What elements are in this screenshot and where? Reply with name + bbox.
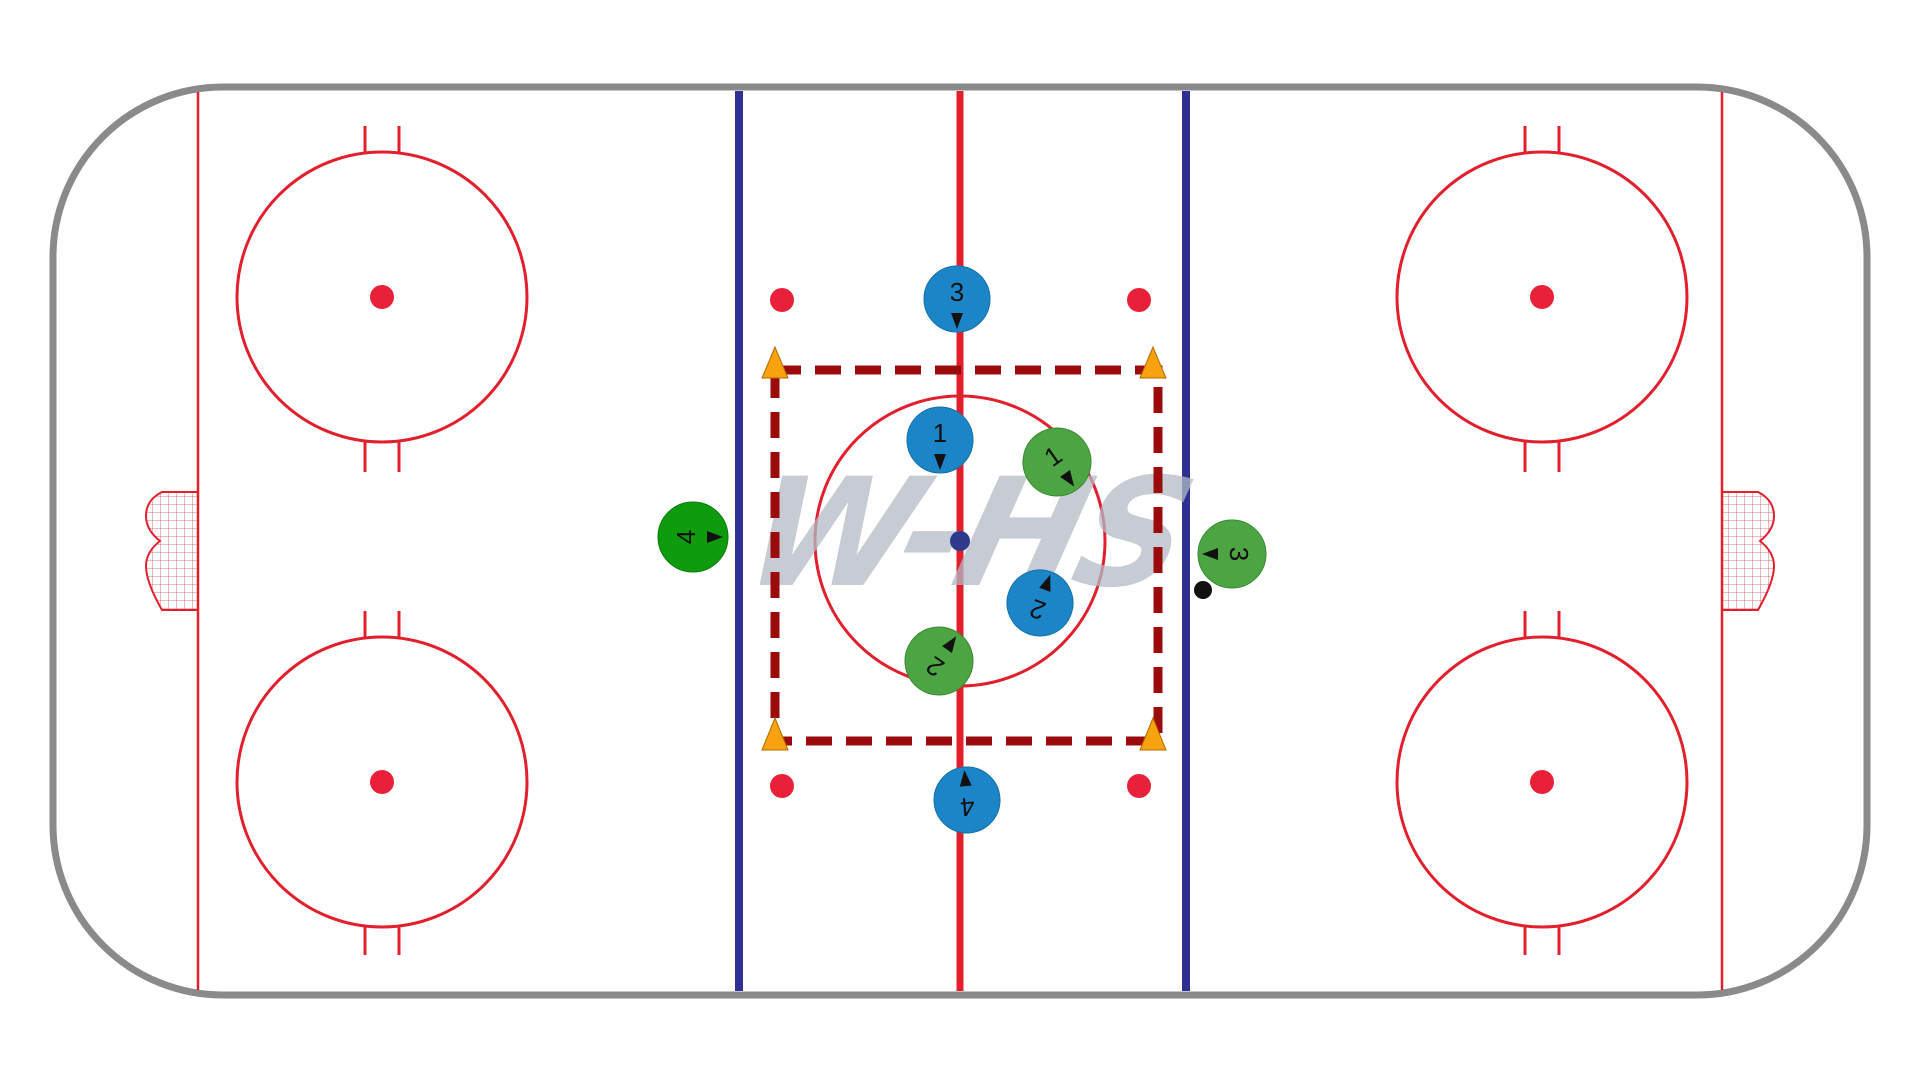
neutral-dot-top-left: [770, 288, 794, 312]
player-green-3: 3: [1197, 519, 1267, 589]
player-number: 4: [959, 791, 976, 822]
facing-arrow-icon: [1060, 470, 1075, 487]
faceoff-dot: [370, 770, 394, 794]
facing-arrow-icon: [1039, 574, 1051, 592]
facing-arrow-icon: [959, 770, 972, 787]
player-number: 4: [671, 530, 701, 544]
neutral-dot-bottom-left: [770, 774, 794, 798]
faceoff-circle-bottom-right: [1395, 611, 1689, 955]
faceoff-circle-top-left: [235, 126, 529, 472]
player-blue-4: 4: [933, 766, 1001, 834]
cone-icon: [761, 716, 789, 751]
faceoff-dot: [1530, 285, 1554, 309]
drill-zone-dashed-box: [770, 365, 1163, 746]
watermark-logo: W-HS: [730, 446, 1204, 620]
facing-arrow-icon: [934, 454, 946, 470]
player-green-4: 4: [657, 501, 729, 573]
center-dot: [950, 531, 970, 551]
faceoff-circle-bottom-left: [235, 611, 529, 955]
watermark-text: W-HS: [730, 446, 1204, 620]
cone-icon: [761, 345, 789, 379]
facing-arrow-icon: [1202, 548, 1218, 560]
facing-arrow-icon: [951, 313, 963, 329]
faceoff-circle-top-right: [1395, 126, 1689, 472]
player-blue-1: 1: [906, 406, 974, 474]
neutral-dot-bottom-right: [1127, 774, 1151, 798]
player-number: 3: [950, 277, 964, 307]
cone-icon: [1139, 345, 1167, 379]
player-green-2: 2: [904, 626, 974, 696]
player-blue-3: 3: [923, 265, 991, 333]
left-goal-net-icon: [144, 491, 199, 611]
player-green-1: 1: [1022, 427, 1092, 497]
cone-icon: [1139, 716, 1167, 751]
puck-icon: [1194, 581, 1212, 599]
facing-arrow-icon: [707, 531, 723, 543]
player-number: 1: [933, 418, 947, 448]
right-goal-net-icon: [1721, 491, 1776, 611]
player-number: 3: [1224, 547, 1254, 561]
neutral-dot-top-right: [1127, 288, 1151, 312]
faceoff-dot: [1530, 770, 1554, 794]
facing-arrow-icon: [942, 636, 957, 653]
player-blue-2: 2: [1006, 569, 1074, 637]
faceoff-dot: [370, 285, 394, 309]
